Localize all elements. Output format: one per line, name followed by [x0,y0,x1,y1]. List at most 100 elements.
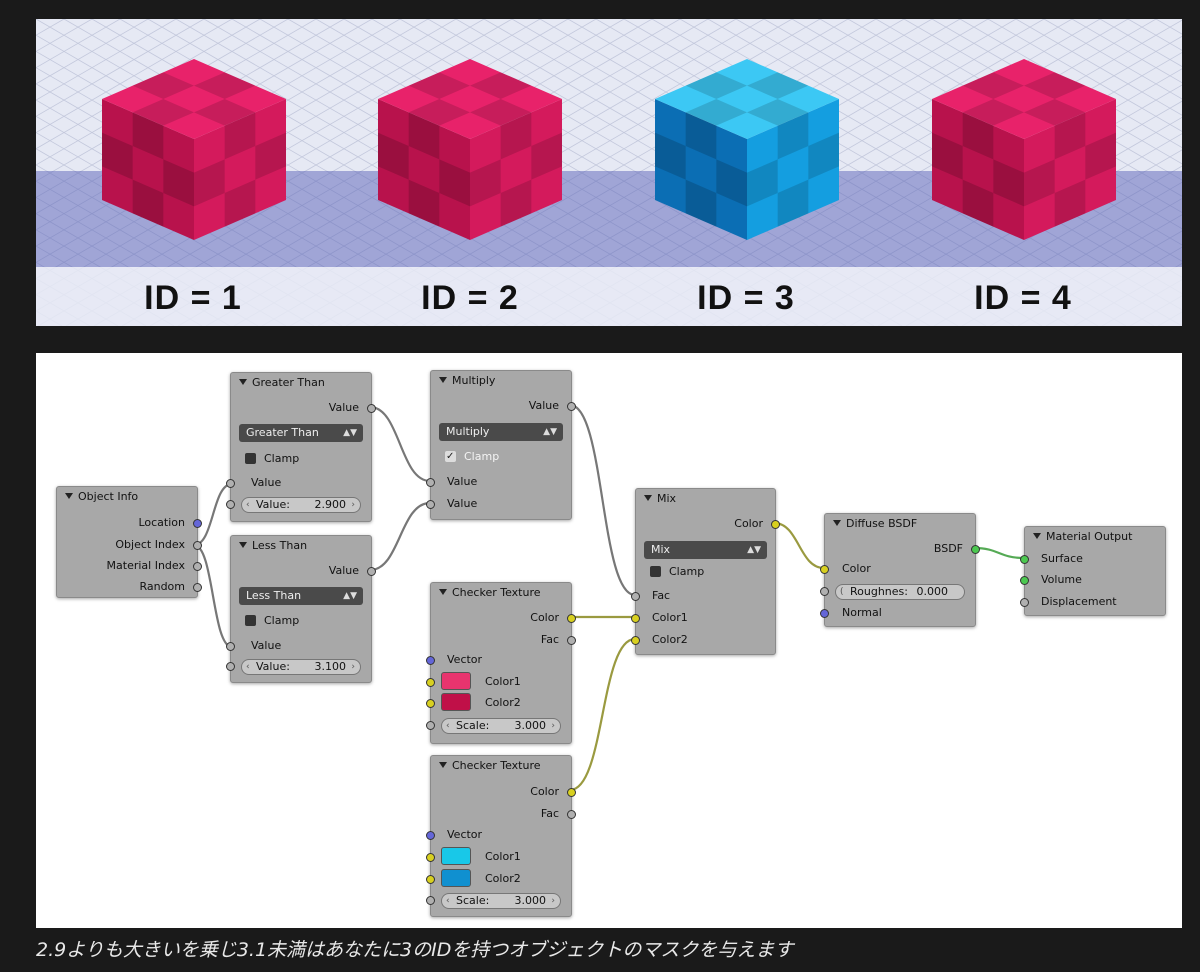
left-arrow-icon[interactable]: ‹ [246,500,250,510]
roughness-field[interactable]: ( Roughnes: 0.000 [835,584,965,600]
socket-value-in-1[interactable] [426,478,435,487]
socket-value-field[interactable] [226,662,235,671]
collapse-triangle-icon[interactable] [439,762,447,768]
socket-value-in-2[interactable] [426,500,435,509]
socket-fac-out[interactable] [567,636,576,645]
node-checker-texture-1[interactable]: Checker Texture Color Fac Vector Color1 … [426,582,576,744]
clamp-checkbox[interactable] [245,614,256,626]
cube-2-left-check [439,159,470,207]
socket-vector-in[interactable] [426,831,435,840]
node-multiply[interactable]: Multiply Value Multiply▲▼ Clamp Value Va… [426,370,576,520]
clamp-checkbox[interactable] [245,452,256,464]
socket-random[interactable] [193,583,202,592]
socket-color2-in[interactable] [426,875,435,884]
color1-swatch[interactable] [441,847,471,865]
collapse-triangle-icon[interactable] [1033,533,1041,539]
blend-dropdown[interactable]: Mix▲▼ [644,541,767,559]
input-color1-label: Color1 [485,675,521,688]
collapse-triangle-icon[interactable] [65,493,73,499]
cube-3-top-check [747,99,809,126]
left-arrow-icon[interactable]: ‹ [446,721,450,731]
socket-surface-in[interactable] [1020,555,1029,564]
clamp-checkbox[interactable] [650,565,661,577]
node-diffuse-bsdf[interactable]: Diffuse BSDF BSDF Color ( Roughnes: 0.00… [820,513,980,627]
socket-value-in[interactable] [226,479,235,488]
socket-color-out[interactable] [567,788,576,797]
collapse-triangle-icon[interactable] [644,495,652,501]
input-value-label-1: Value [447,475,478,488]
color1-swatch[interactable] [441,672,471,690]
socket-color2-in[interactable] [631,636,640,645]
socket-scale-in[interactable] [426,896,435,905]
left-arrow-icon[interactable]: ‹ [446,896,450,906]
operation-value: Greater Than [246,426,319,439]
socket-fac-in[interactable] [631,592,640,601]
collapse-triangle-icon[interactable] [439,589,447,595]
socket-displacement-in[interactable] [1020,598,1029,607]
socket-value-out[interactable] [367,567,376,576]
socket-color-out[interactable] [567,614,576,623]
operation-value: Multiply [446,425,490,438]
node-less-than[interactable]: Less Than Value Less Than▲▼ Clamp Value … [226,535,376,683]
socket-value-out[interactable] [567,402,576,411]
cube-4-top-check [1024,72,1086,99]
socket-normal-in[interactable] [820,609,829,618]
right-arrow-icon[interactable]: › [351,500,355,510]
socket-material-index[interactable] [193,562,202,571]
socket-value-in[interactable] [226,642,235,651]
color2-swatch[interactable] [441,869,471,887]
scale-field[interactable]: ‹ Scale: 3.000 › [441,893,561,909]
socket-value-out[interactable] [367,404,376,413]
output-random-label: Random [139,580,185,593]
socket-bsdf-out[interactable] [971,545,980,554]
socket-color1-in[interactable] [631,614,640,623]
collapse-triangle-icon[interactable] [833,520,841,526]
socket-location[interactable] [193,519,202,528]
value-field[interactable]: ‹ Value: 3.100 › [241,659,361,675]
socket-color1-in[interactable] [426,853,435,862]
socket-object-index[interactable] [193,541,202,550]
socket-color2-in[interactable] [426,699,435,708]
right-arrow-icon[interactable]: › [551,721,555,731]
node-mix[interactable]: Mix Color Mix▲▼ Clamp Fac Color1 Color2 [631,488,780,655]
cube-1-right-check [224,112,256,160]
socket-color1-in[interactable] [426,678,435,687]
cube-4-left-check [993,159,1024,207]
node-object-info[interactable]: Object Info Location Object Index Materi… [56,486,202,598]
output-object-index-label: Object Index [115,538,185,551]
node-title: Greater Than [252,376,325,389]
node-checker-texture-2[interactable]: Checker Texture Color Fac Vector Color1 … [426,755,576,917]
right-arrow-icon[interactable]: › [551,896,555,906]
operation-dropdown[interactable]: Greater Than▲▼ [239,424,363,442]
cube-4-top-check [962,72,1024,99]
left-arrow-icon[interactable]: ‹ [246,662,250,672]
operation-dropdown[interactable]: Less Than▲▼ [239,587,363,605]
operation-dropdown[interactable]: Multiply▲▼ [439,423,563,441]
left-arrow-icon[interactable]: ( [840,587,844,597]
socket-color-out[interactable] [771,520,780,529]
node-material-output[interactable]: Material Output Surface Volume Displacem… [1020,526,1166,616]
socket-vector-in[interactable] [426,656,435,665]
socket-volume-in[interactable] [1020,576,1029,585]
color2-swatch[interactable] [441,693,471,711]
cube-1-left-check [163,159,194,207]
collapse-triangle-icon[interactable] [439,377,447,383]
socket-value-field[interactable] [226,500,235,509]
node-greater-than[interactable]: Greater Than Value Greater Than▲▼ Clamp … [226,372,376,522]
socket-fac-out[interactable] [567,810,576,819]
cube-1-left-face [102,99,194,240]
scale-field-value: 3.000 [514,719,547,732]
collapse-triangle-icon[interactable] [239,542,247,548]
cube-4-right-check [1054,179,1086,227]
input-color2-label: Color2 [485,872,521,885]
socket-color-in[interactable] [820,565,829,574]
clamp-checkbox-checked[interactable] [445,447,456,467]
collapse-triangle-icon[interactable] [239,379,247,385]
socket-roughness-in[interactable] [820,587,829,596]
socket-scale-in[interactable] [426,721,435,730]
cubes-render-image: ID = 1 ID = 2 ID = 3 ID = 4 [36,19,1182,326]
input-surface-label: Surface [1041,552,1083,565]
scale-field[interactable]: ‹ Scale: 3.000 › [441,718,561,734]
right-arrow-icon[interactable]: › [351,662,355,672]
value-field[interactable]: ‹ Value: 2.900 › [241,497,361,513]
